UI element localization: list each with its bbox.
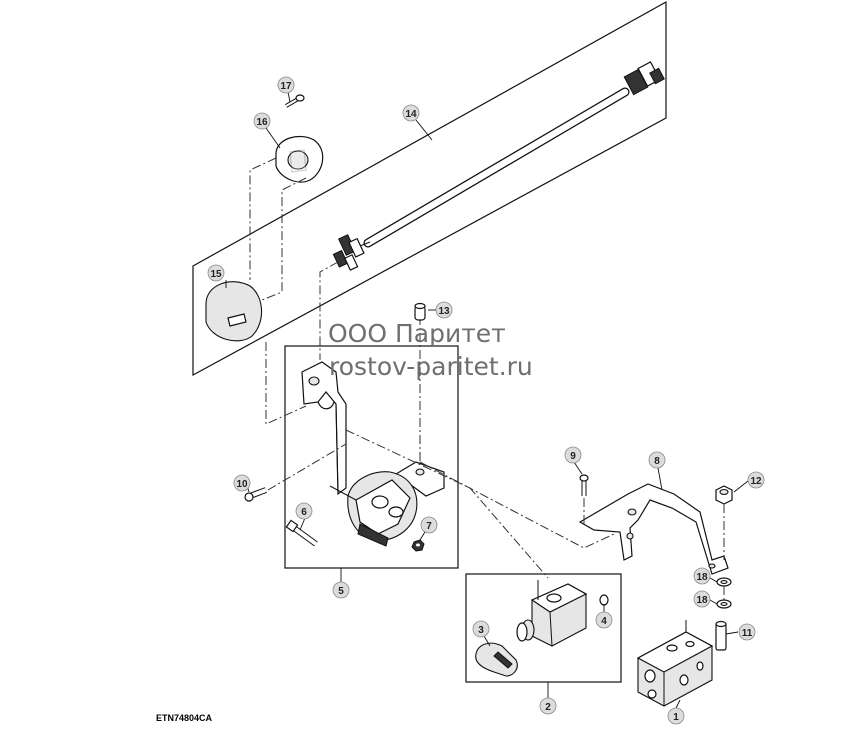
callout-16: 16 (253, 112, 271, 130)
callout-7-label: 7 (426, 521, 432, 532)
bolt-6 (285, 519, 318, 547)
knob-15 (205, 281, 263, 342)
dash-line-harness (319, 261, 339, 360)
knob-3 (475, 642, 518, 677)
callout-13-label: 13 (438, 306, 450, 317)
callout-9: 9 (564, 446, 582, 464)
callout-6: 6 (295, 502, 313, 520)
callout-1: 1 (667, 707, 685, 725)
callout-4-label: 4 (601, 616, 607, 627)
bracket-assembly-box (284, 345, 459, 569)
callout-3-label: 3 (478, 625, 484, 636)
callout-2: 2 (539, 697, 557, 715)
dash-line-10 (267, 443, 347, 491)
wiring-harness (332, 61, 665, 271)
callout-11-label: 11 (742, 628, 753, 639)
callout-8: 8 (648, 451, 666, 469)
watermark: ООО Паритет rostov-paritet.ru (328, 319, 533, 381)
nut-12 (715, 485, 733, 505)
callout-4: 4 (595, 611, 613, 629)
callout-18b-label: 18 (696, 595, 708, 606)
callout-7: 7 (420, 516, 438, 534)
callout-18-lower: 18 (693, 590, 711, 608)
screw-17 (284, 94, 305, 108)
callouts: 17 16 14 15 13 10 6 7 (207, 76, 765, 725)
o-ring-4 (599, 594, 609, 606)
watermark-line2: rostov-paritet.ru (329, 352, 533, 381)
dash-line-bracket-to-valve (345, 429, 549, 579)
callout-5: 5 (332, 581, 350, 599)
callout-15-label: 15 (210, 269, 222, 280)
bolt-10 (244, 487, 268, 502)
solenoid-assembly-box (465, 573, 622, 683)
callout-14: 14 (402, 104, 420, 122)
callout-13: 13 (435, 301, 453, 319)
callout-12-label: 12 (750, 476, 762, 487)
callout-6-label: 6 (301, 507, 307, 518)
callout-2-label: 2 (545, 702, 551, 713)
callout-3: 3 (472, 620, 490, 638)
callout-16-label: 16 (256, 117, 268, 128)
dash-line-16-15b (261, 177, 307, 301)
mounting-bracket (301, 361, 347, 496)
callout-10-label: 10 (236, 479, 248, 490)
harness-panel-outline (192, 0, 667, 377)
washer-18-upper (716, 577, 732, 587)
callout-11: 11 (738, 623, 756, 641)
callout-15: 15 (207, 264, 225, 282)
solenoid-coil (516, 580, 588, 647)
callout-18-upper: 18 (693, 567, 711, 585)
pin-13 (414, 302, 426, 321)
callout-5-label: 5 (338, 586, 344, 597)
washer-18-lower (716, 599, 732, 609)
ring-plate (275, 135, 324, 183)
dash-line-main (419, 461, 615, 549)
bolt-9 (579, 474, 589, 496)
support-bracket-8 (578, 483, 729, 575)
callout-9-label: 9 (570, 451, 576, 462)
stud-11 (715, 620, 727, 651)
dash-line-16-15 (249, 157, 277, 280)
watermark-line1: ООО Паритет (328, 319, 506, 348)
callout-10: 10 (233, 474, 251, 492)
valve-block (636, 620, 714, 707)
callout-17-label: 17 (280, 81, 292, 92)
figure-id: ETN74804CA (156, 713, 213, 723)
callout-14-label: 14 (405, 109, 417, 120)
callout-8-label: 8 (654, 456, 660, 467)
callout-12: 12 (747, 471, 765, 489)
callout-1-label: 1 (673, 712, 679, 723)
nut-7 (411, 539, 425, 552)
callout-18a-label: 18 (696, 572, 708, 583)
switch-assembly (329, 461, 445, 547)
callout-17: 17 (277, 76, 295, 94)
dash-line-knob-down (265, 342, 307, 425)
